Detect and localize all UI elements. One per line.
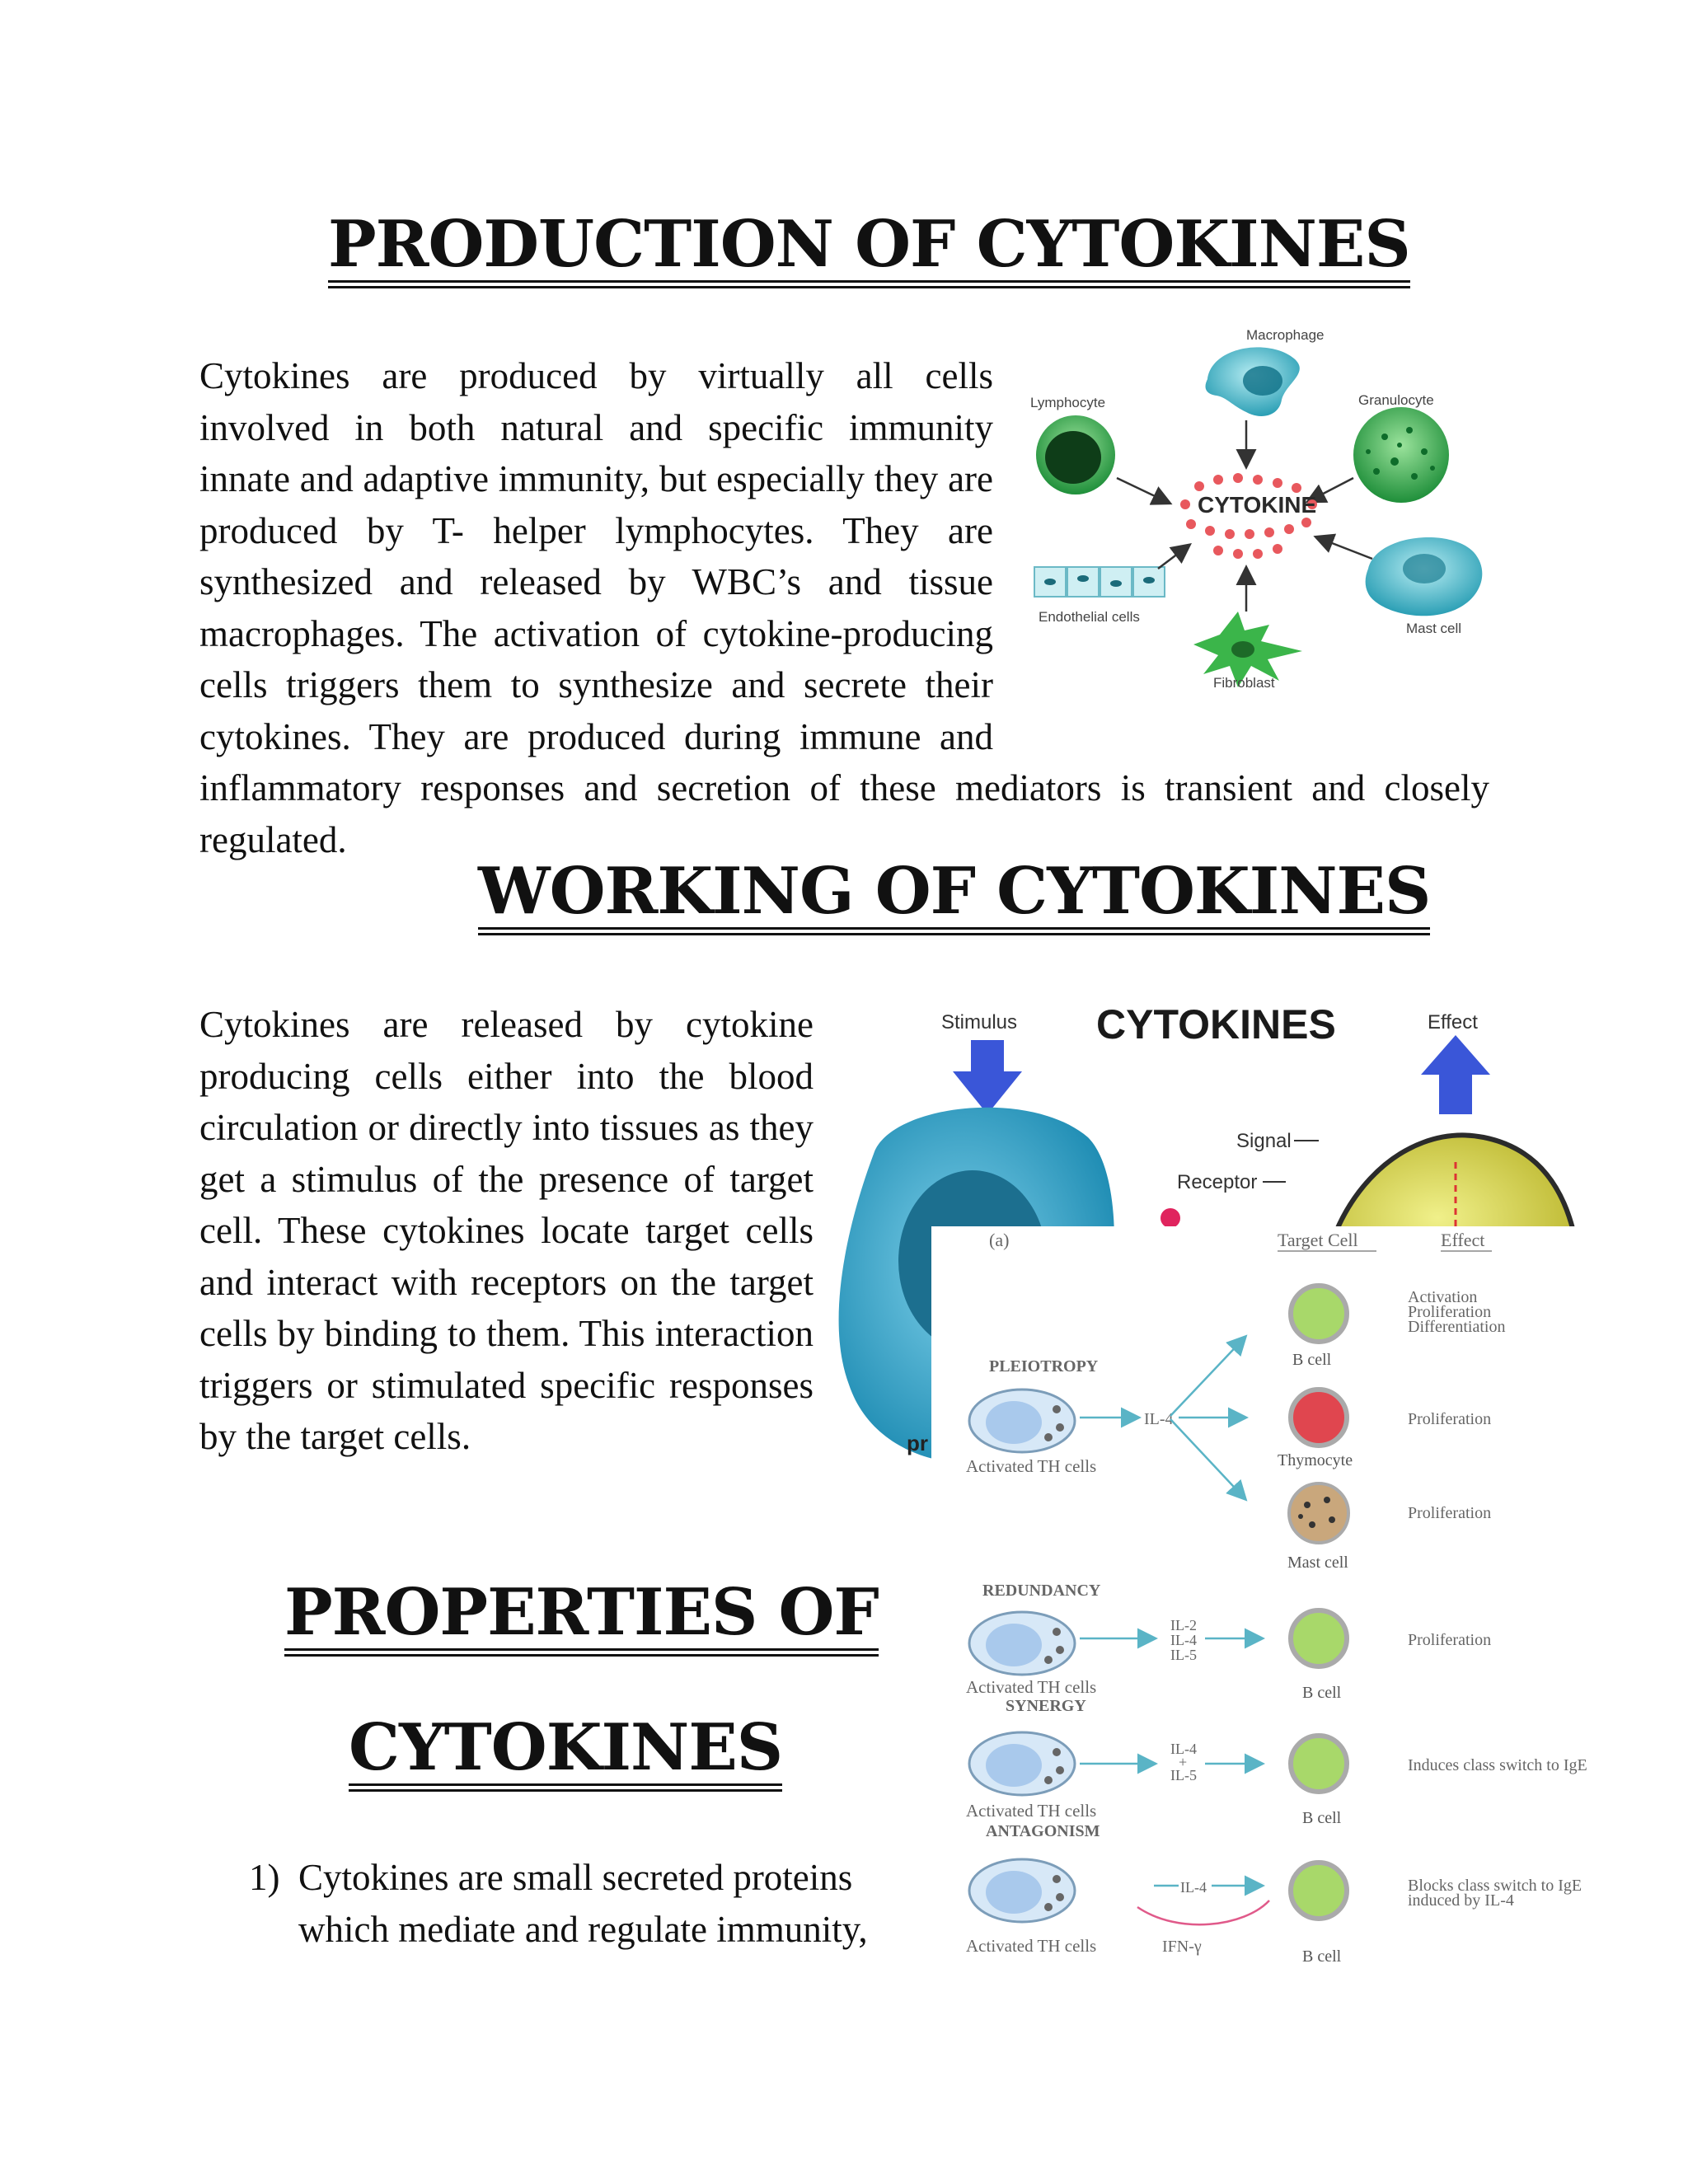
fibroblast-label: Fibroblast bbox=[1213, 675, 1275, 691]
endothelial-cells bbox=[1034, 566, 1165, 598]
redundancy-target: B cell bbox=[1302, 1684, 1342, 1702]
col-target-cell: Target Cell bbox=[1278, 1230, 1358, 1250]
endothelial-label: Endothelial cells bbox=[1039, 609, 1140, 625]
stimulus-label: Stimulus bbox=[941, 1011, 1017, 1033]
pleiotropy-mast-cell bbox=[1287, 1482, 1350, 1544]
synergy-title: SYNERGY bbox=[1006, 1697, 1086, 1715]
antagonism-source: Activated TH cells bbox=[966, 1936, 1096, 1956]
pleiotropy-effect-differentiation: Differentiation bbox=[1408, 1318, 1505, 1336]
working-heading: WORKING OF CYTOKINES bbox=[478, 854, 1431, 935]
synergy-bcell bbox=[1288, 1733, 1349, 1794]
properties-list-item-1: 1) Cytokines are small secreted proteins… bbox=[249, 1852, 908, 1955]
production-text: Cytokines are produced by virtually all … bbox=[199, 355, 1489, 860]
pleiotropy-target-mast: Mast cell bbox=[1287, 1554, 1348, 1572]
synergy-target: B cell bbox=[1302, 1809, 1342, 1827]
effect-arrow bbox=[1421, 1035, 1490, 1114]
antagonism-effect-line1: Blocks class switch to IgE bbox=[1408, 1877, 1582, 1895]
antagonism-title: ANTAGONISM bbox=[986, 1822, 1100, 1840]
granulocyte-label: Granulocyte bbox=[1358, 392, 1434, 408]
cytokine-center-label: CYTOKINE bbox=[1198, 492, 1316, 518]
stimulus-arrow bbox=[953, 1040, 1022, 1114]
pleiotropy-target-bcell: B cell bbox=[1292, 1351, 1332, 1369]
pleiotropy-source: Activated TH cells bbox=[966, 1456, 1096, 1476]
macrophage-label: Macrophage bbox=[1246, 327, 1325, 343]
pleiotropy-effect-proliferation-3: Proliferation bbox=[1408, 1504, 1491, 1522]
pleiotropy-bcell bbox=[1288, 1283, 1349, 1344]
pleiotropy-effect-proliferation-2: Proliferation bbox=[1408, 1410, 1491, 1428]
synergy-effect: Induces class switch to IgE bbox=[1408, 1756, 1587, 1774]
properties-list: 1) Cytokines are small secreted proteins… bbox=[249, 1852, 908, 1955]
pleiotropy-effect-activation: Activation bbox=[1408, 1288, 1477, 1306]
pleiotropy-cytokine: IL-4 bbox=[1144, 1410, 1174, 1428]
pleiotropy-thymocyte bbox=[1288, 1387, 1349, 1448]
synergy-source: Activated TH cells bbox=[966, 1801, 1096, 1821]
production-heading: PRODUCTION OF CYTOKINES bbox=[328, 207, 1411, 288]
cytokine-producing-cells-diagram: Macrophage Lymphocyte Granulocyte CYTOKI… bbox=[1030, 327, 1483, 691]
pleiotropy-title: PLEIOTROPY bbox=[989, 1357, 1099, 1376]
item1-line1: Cytokines are small secreted proteins bbox=[298, 1857, 853, 1898]
col-effect: Effect bbox=[1441, 1230, 1484, 1250]
antagonism-bcell bbox=[1288, 1860, 1349, 1921]
synergy-cytokine-il5: IL-5 bbox=[1170, 1767, 1197, 1783]
mast-cell-label: Mast cell bbox=[1406, 621, 1461, 636]
redundancy-cytokine-il5: IL-5 bbox=[1170, 1647, 1197, 1663]
production-paragraph: Cytokines are produced by virtually all … bbox=[199, 350, 1489, 865]
properties-heading-line2: CYTOKINES bbox=[349, 1710, 783, 1792]
synergy-plus: + bbox=[1179, 1754, 1187, 1770]
effect-label: Effect bbox=[1428, 1011, 1478, 1033]
redundancy-source: Activated TH cells bbox=[966, 1677, 1096, 1697]
list-number: 1) bbox=[249, 1857, 280, 1898]
cutoff-label: pr bbox=[907, 1431, 928, 1455]
lymphocyte-label: Lymphocyte bbox=[1030, 395, 1105, 410]
panel-label: (a) bbox=[989, 1230, 1009, 1250]
antagonism-effect-line2: induced by IL-4 bbox=[1408, 1891, 1514, 1910]
granulocyte-cell bbox=[1353, 407, 1449, 503]
synergy-th-cell bbox=[968, 1731, 1076, 1797]
cytokine-molecule bbox=[1160, 1208, 1180, 1228]
redundancy-cytokine-il2: IL-2 bbox=[1170, 1617, 1197, 1633]
redundancy-cytokine-il4: IL-4 bbox=[1170, 1632, 1197, 1648]
pleiotropy-effect-proliferation-1: Proliferation bbox=[1408, 1303, 1491, 1321]
antagonism-target: B cell bbox=[1302, 1947, 1342, 1966]
redundancy-th-cell bbox=[968, 1610, 1076, 1676]
antagonism-cytokine2: IFN-γ bbox=[1162, 1938, 1202, 1956]
item1-line2: which mediate and regulate immunity, bbox=[298, 1908, 868, 1950]
cytokines-title: CYTOKINES bbox=[1096, 1001, 1336, 1047]
cytokine-particles bbox=[1180, 473, 1317, 559]
pleiotropy-target-thymocyte: Thymocyte bbox=[1278, 1451, 1353, 1469]
properties-heading-line1: PROPERTIES OF bbox=[284, 1575, 879, 1657]
pleiotropy-th-cell bbox=[968, 1388, 1076, 1454]
signal-label: Signal bbox=[1236, 1130, 1292, 1152]
synergy-cytokine-il4: IL-4 bbox=[1170, 1741, 1197, 1757]
cytokine-properties-diagram: (a) Target Cell Effect PLEIOTROPY Activa… bbox=[931, 1226, 1688, 1985]
working-paragraph: Cytokines are released by cytokine produ… bbox=[199, 1004, 814, 1457]
redundancy-title: REDUNDANCY bbox=[982, 1582, 1101, 1600]
redundancy-effect: Proliferation bbox=[1408, 1631, 1491, 1649]
receptor-label: Receptor bbox=[1177, 1171, 1257, 1193]
antagonism-th-cell bbox=[968, 1858, 1076, 1924]
antagonism-cytokine: IL-4 bbox=[1180, 1879, 1207, 1896]
redundancy-bcell bbox=[1288, 1608, 1349, 1669]
